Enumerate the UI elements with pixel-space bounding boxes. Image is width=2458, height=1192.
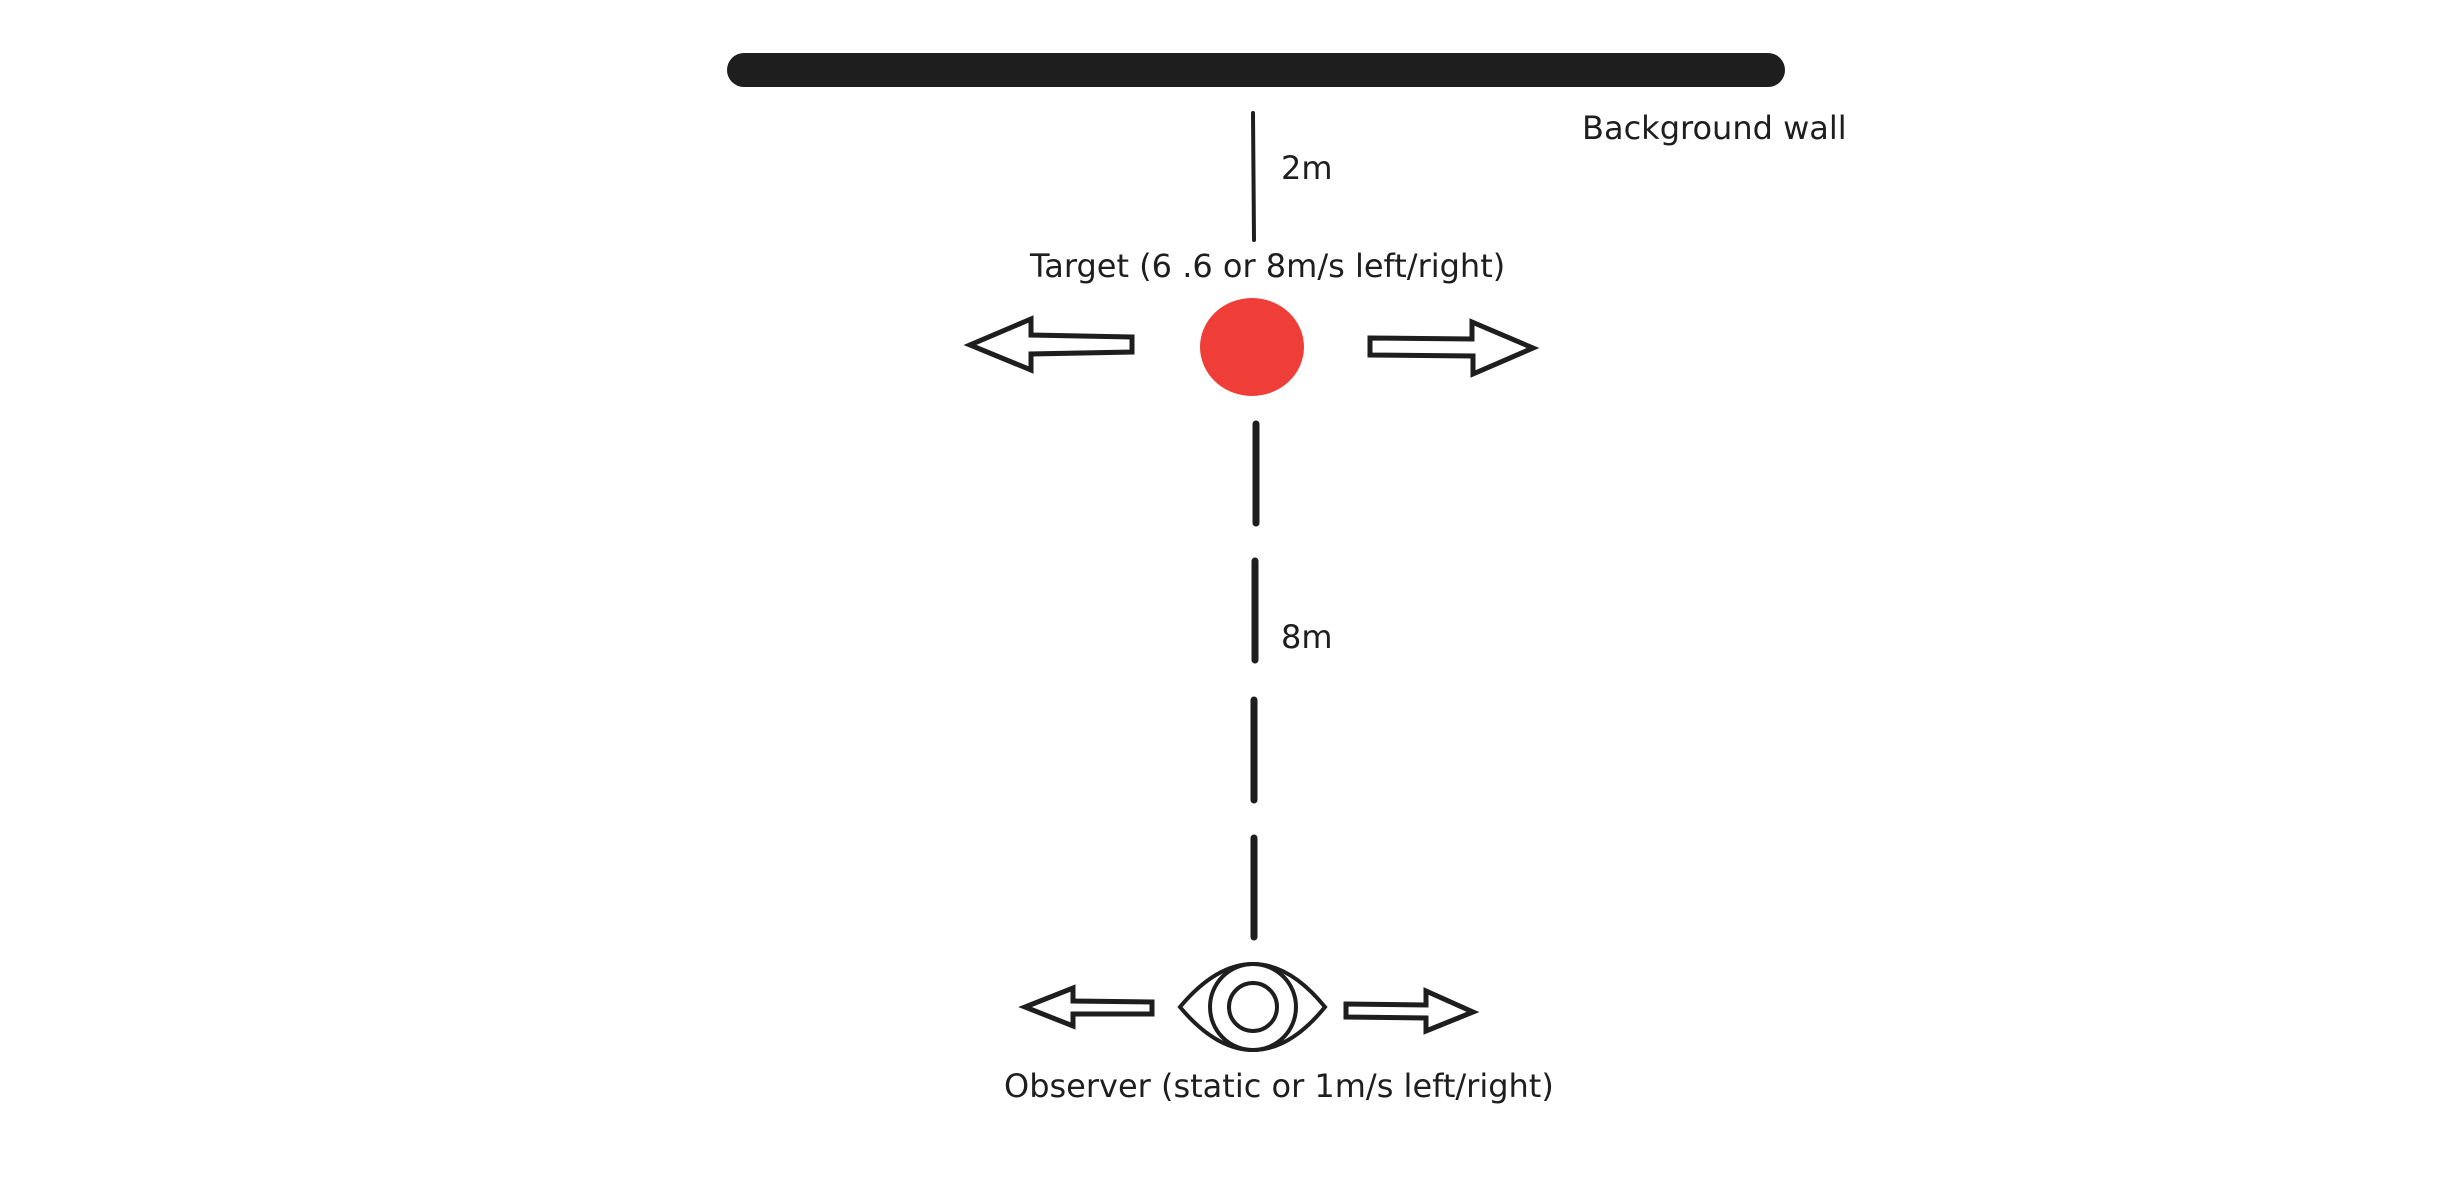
target-left-arrow-icon xyxy=(963,315,1135,374)
target-dot xyxy=(1200,298,1304,396)
observer-distance-dashed-line xyxy=(1250,420,1260,941)
observer-distance-label: 8m xyxy=(1281,618,1333,656)
observer-right-arrow-icon xyxy=(1343,987,1480,1035)
wall-distance-line xyxy=(1251,111,1256,242)
target-right-arrow-icon xyxy=(1367,318,1540,378)
observer-left-arrow-icon xyxy=(1018,984,1155,1030)
target-label: Target (6 .6 or 8m/s left/right) xyxy=(1030,247,1506,285)
observer-eye-icon xyxy=(1177,961,1328,1053)
observer-label: Observer (static or 1m/s left/right) xyxy=(1004,1067,1554,1105)
wall-distance-label: 2m xyxy=(1281,149,1333,187)
background-wall-label: Background wall xyxy=(1582,109,1847,147)
